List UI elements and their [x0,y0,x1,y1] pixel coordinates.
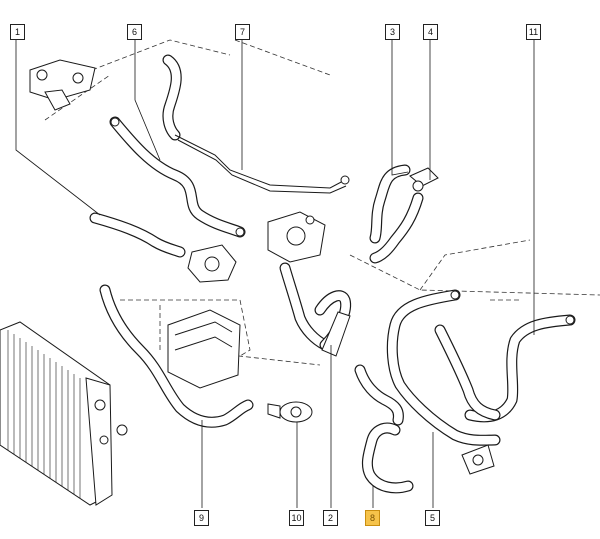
radiator [0,321,128,506]
callout-11[interactable]: 11 [526,24,541,40]
callout-5[interactable]: 5 [425,510,440,526]
callout-9[interactable]: 9 [194,510,209,526]
components [29,59,575,475]
hoses [89,54,576,494]
callout-3[interactable]: 3 [385,24,400,40]
callout-10[interactable]: 10 [289,510,304,526]
callout-4[interactable]: 4 [423,24,438,40]
callout-7[interactable]: 7 [235,24,250,40]
callout-6[interactable]: 6 [127,24,142,40]
callout-1[interactable]: 1 [10,24,25,40]
callout-8-highlighted[interactable]: 8 [365,510,380,526]
dashed-guides [39,39,600,381]
leader-lines [15,40,535,508]
callout-2[interactable]: 2 [323,510,338,526]
